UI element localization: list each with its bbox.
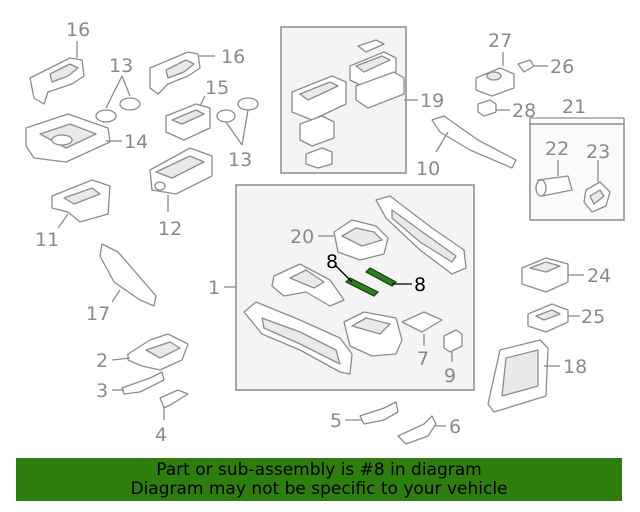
part-22[interactable] — [535, 175, 573, 197]
banner-line-1: Part or sub-assembly is #8 in diagram — [156, 460, 482, 480]
callout-8b: 8 — [414, 274, 426, 296]
part-13-left[interactable] — [95, 97, 141, 123]
part-19-group[interactable] — [291, 39, 405, 169]
part-11[interactable] — [51, 179, 111, 223]
callout-11: 11 — [35, 229, 59, 251]
part-13-right[interactable] — [216, 97, 259, 123]
console-tray[interactable] — [271, 263, 345, 307]
parts-diagram: 16 16 13 15 13 14 12 11 — [25, 19, 625, 446]
callout-3: 3 — [96, 380, 108, 402]
callout-13b: 13 — [228, 149, 252, 171]
callout-19: 19 — [420, 90, 444, 112]
callout-27: 27 — [488, 30, 512, 52]
part-26[interactable] — [517, 59, 535, 73]
callout-21: 21 — [562, 96, 586, 118]
part-3[interactable] — [121, 371, 165, 395]
part-7[interactable] — [401, 311, 443, 333]
part-6[interactable] — [397, 415, 437, 445]
callout-24: 24 — [587, 265, 611, 287]
callout-22: 22 — [545, 138, 569, 160]
part-16-left[interactable] — [29, 57, 85, 105]
part-24[interactable] — [521, 257, 569, 293]
callout-10: 10 — [416, 158, 440, 180]
part-16-right[interactable] — [149, 51, 201, 95]
part-14[interactable] — [25, 113, 111, 163]
group-box-1 — [235, 184, 475, 391]
part-15[interactable] — [165, 103, 211, 141]
part-20[interactable] — [333, 219, 389, 261]
part-5[interactable] — [359, 401, 399, 425]
console-main-body[interactable] — [243, 301, 353, 375]
part-12[interactable] — [149, 147, 213, 195]
callout-1: 1 — [208, 277, 220, 299]
callout-8a: 8 — [326, 251, 338, 273]
callout-16b: 16 — [221, 46, 245, 68]
part-28[interactable] — [477, 99, 497, 117]
callout-25: 25 — [581, 306, 605, 328]
part-23[interactable] — [583, 181, 611, 213]
callout-12: 12 — [158, 218, 182, 240]
part-10[interactable] — [431, 115, 517, 169]
callout-9: 9 — [444, 365, 456, 387]
info-banner: Part or sub-assembly is #8 in diagram Di… — [16, 458, 622, 501]
callout-28: 28 — [512, 100, 536, 122]
callout-16a: 16 — [66, 19, 90, 41]
callout-2: 2 — [96, 350, 108, 372]
console-rear-panel[interactable] — [375, 195, 467, 275]
banner-line-2: Diagram may not be specific to your vehi… — [130, 479, 508, 499]
group-box-21 — [529, 123, 625, 221]
part-9[interactable] — [443, 329, 463, 353]
callout-6: 6 — [449, 416, 461, 438]
callout-4: 4 — [155, 424, 167, 446]
callout-26: 26 — [550, 56, 574, 78]
callout-13a: 13 — [109, 55, 133, 77]
callout-17: 17 — [86, 303, 110, 325]
part-27[interactable] — [475, 67, 515, 97]
callout-23: 23 — [586, 141, 610, 163]
callout-20: 20 — [290, 226, 314, 248]
part-2[interactable] — [127, 333, 189, 371]
part-8-strip-right[interactable] — [365, 267, 397, 287]
part-25[interactable] — [527, 303, 569, 333]
callout-15: 15 — [205, 77, 229, 99]
part-18[interactable] — [487, 339, 549, 413]
console-bin[interactable] — [343, 311, 403, 357]
callout-18: 18 — [563, 356, 587, 378]
part-17[interactable] — [99, 243, 157, 307]
part-4[interactable] — [159, 389, 189, 409]
callout-5: 5 — [330, 410, 342, 432]
callout-14: 14 — [124, 131, 148, 153]
callout-7: 7 — [417, 348, 429, 370]
